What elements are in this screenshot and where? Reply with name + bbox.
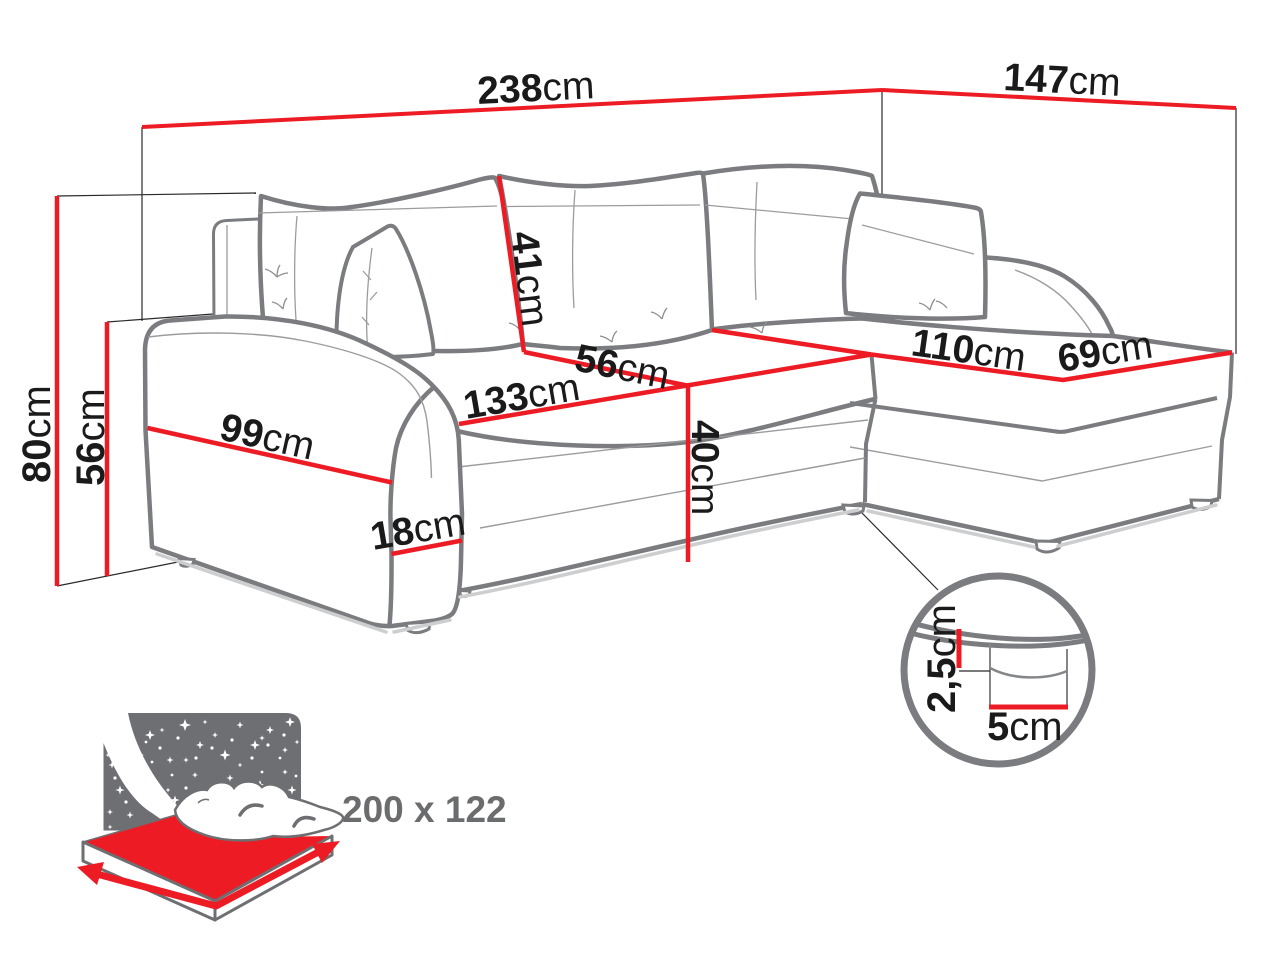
svg-text:2,5cm: 2,5cm [920, 604, 964, 713]
svg-text:80cm: 80cm [15, 385, 59, 483]
svg-text:41cm: 41cm [502, 229, 556, 329]
svg-text:40cm: 40cm [683, 420, 726, 515]
svg-text:238cm: 238cm [476, 64, 595, 113]
svg-text:147cm: 147cm [1003, 56, 1122, 105]
svg-text:56cm: 56cm [69, 388, 113, 486]
svg-text:200 x 122: 200 x 122 [342, 789, 507, 830]
svg-text:5cm: 5cm [987, 705, 1063, 749]
